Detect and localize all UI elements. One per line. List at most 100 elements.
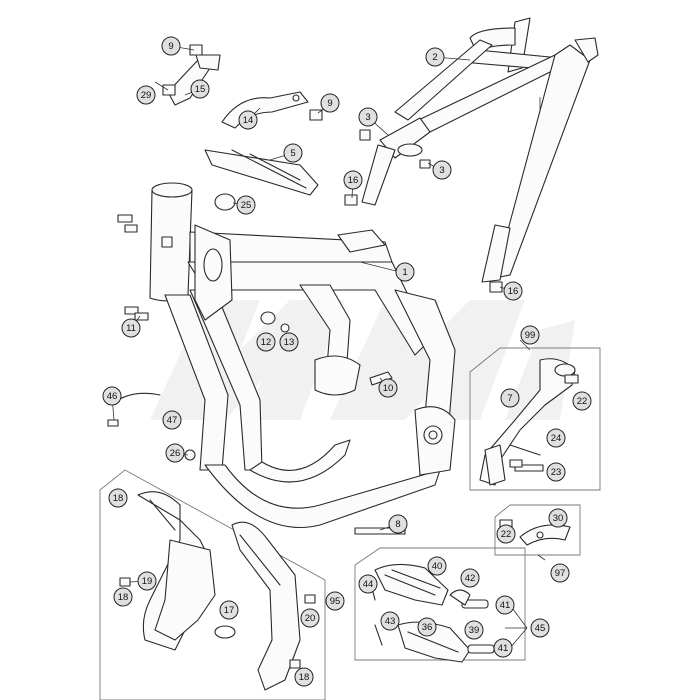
- callout-39: 39: [464, 620, 484, 640]
- callout-43: 43: [380, 611, 400, 631]
- callout-circle: [500, 388, 520, 408]
- callout-label: 16: [348, 175, 359, 186]
- callout-label: 43: [385, 616, 396, 627]
- callout-label: 2: [432, 52, 437, 63]
- callout-label: 3: [439, 165, 444, 176]
- callout-40: 40: [427, 556, 447, 576]
- callout-label: 23: [551, 467, 562, 478]
- sidestand: [479, 358, 576, 486]
- callout-label: 3: [365, 112, 370, 123]
- callout-label: 99: [525, 330, 536, 341]
- callout-circle: [325, 591, 345, 611]
- callout-99: 99: [520, 325, 540, 345]
- callout-3: 3: [358, 107, 378, 127]
- callout-circle: [550, 563, 570, 583]
- callout-24: 24: [546, 428, 566, 448]
- callout-30: 30: [548, 508, 568, 528]
- callout-95: 95: [325, 591, 345, 611]
- callout-13: 13: [279, 332, 299, 352]
- callout-circle: [380, 611, 400, 631]
- callout-circle: [294, 667, 314, 687]
- callout-circle: [136, 85, 156, 105]
- callout-41: 41: [493, 638, 513, 658]
- callout-label: 41: [498, 643, 509, 654]
- callout-7: 7: [500, 388, 520, 408]
- callout-label: 18: [299, 672, 310, 683]
- callout-label: 9: [168, 41, 173, 52]
- callout-label: 30: [553, 513, 564, 524]
- callout-label: 44: [363, 579, 374, 590]
- callout-17: 17: [219, 600, 239, 620]
- callout-circle: [530, 618, 550, 638]
- callout-circle: [121, 318, 141, 338]
- sidestand-box: [469, 347, 601, 491]
- callout-circle: [358, 107, 378, 127]
- callout-circle: [425, 47, 445, 67]
- callout-label: 1: [402, 267, 407, 278]
- callout-1: 1: [395, 262, 415, 282]
- callout-circle: [320, 93, 340, 113]
- callout-label: 41: [500, 600, 511, 611]
- group-boxes: [99, 347, 601, 700]
- callout-label: 40: [432, 561, 443, 572]
- callout-10: 10: [378, 378, 398, 398]
- callout-label: 29: [141, 90, 152, 101]
- frame-protector-box: [99, 469, 326, 700]
- callout-label: 10: [383, 383, 394, 394]
- callout-label: 47: [167, 415, 178, 426]
- callout-19: 19: [137, 571, 157, 591]
- callout-label: 26: [170, 448, 181, 459]
- frame-protectors: [137, 491, 301, 691]
- fasteners: [107, 44, 579, 669]
- callout-label: 20: [305, 613, 316, 624]
- callout-circle: [300, 608, 320, 628]
- callout-circle: [161, 36, 181, 56]
- callout-label: 97: [555, 568, 566, 579]
- callout-circle: [546, 428, 566, 448]
- callout-18: 18: [113, 587, 133, 607]
- callout-47: 47: [162, 410, 182, 430]
- callout-circle: [236, 195, 256, 215]
- callout-12: 12: [256, 332, 276, 352]
- callout-label: 36: [422, 622, 433, 633]
- rear-subframe: [361, 17, 599, 283]
- callout-label: 17: [224, 605, 235, 616]
- callout-14: 14: [238, 110, 258, 130]
- callout-circle: [503, 281, 523, 301]
- tank-support: [204, 149, 319, 196]
- callout-9: 9: [161, 36, 181, 56]
- callout-circle: [219, 600, 239, 620]
- callout-22: 22: [572, 391, 592, 411]
- callout-circle: [165, 443, 185, 463]
- callout-circle: [464, 620, 484, 640]
- callout-11: 11: [121, 318, 141, 338]
- callout-circle: [162, 410, 182, 430]
- callout-circle: [548, 508, 568, 528]
- callout-label: 12: [261, 337, 272, 348]
- callout-label: 22: [577, 396, 588, 407]
- callout-44: 44: [358, 574, 378, 594]
- callout-3: 3: [432, 160, 452, 180]
- callout-label: 15: [195, 84, 206, 95]
- callout-15: 15: [190, 79, 210, 99]
- callout-circle: [520, 325, 540, 345]
- callout-circle: [432, 160, 452, 180]
- callout-label: 8: [395, 519, 400, 530]
- cable-guide-box: [494, 504, 581, 556]
- callout-circle: [283, 143, 303, 163]
- callout-label: 18: [113, 493, 124, 504]
- callout-circle: [256, 332, 276, 352]
- callout-circle: [493, 638, 513, 658]
- callout-label: 25: [241, 200, 252, 211]
- callout-label: 42: [465, 573, 476, 584]
- callout-label: 13: [284, 337, 295, 348]
- callout-label: 46: [107, 391, 118, 402]
- callout-41: 41: [495, 595, 515, 615]
- callout-29: 29: [136, 85, 156, 105]
- callout-46: 46: [102, 386, 122, 406]
- callout-23: 23: [546, 462, 566, 482]
- callout-circle: [113, 587, 133, 607]
